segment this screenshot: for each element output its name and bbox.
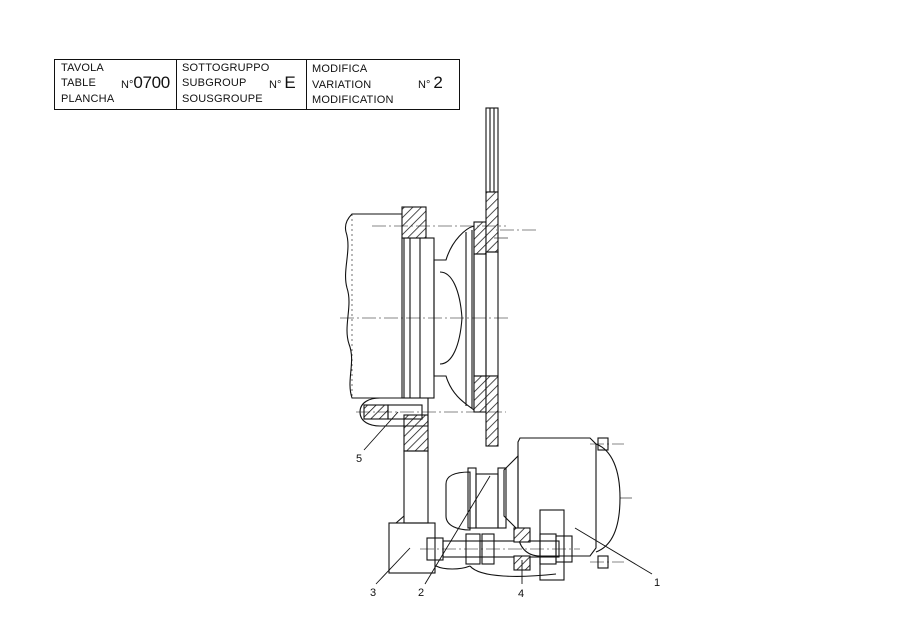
callout-4: 4 bbox=[518, 588, 524, 600]
modification-label-fr: MODIFICATION bbox=[312, 94, 394, 106]
leader-3 bbox=[375, 547, 411, 585]
table-number-value: 0700 bbox=[133, 73, 170, 92]
caliper-lower-curve bbox=[469, 565, 557, 577]
drawing-linework bbox=[344, 107, 621, 581]
subgroup-number-value: E bbox=[284, 73, 296, 92]
table-label-es: PLANCHA bbox=[61, 93, 115, 105]
bracket-chamfer bbox=[395, 515, 405, 524]
title-block: TAVOLA TABLE PLANCHA N°0700 SOTTOGRUPPO … bbox=[54, 59, 460, 110]
modification-number-prefix: N° bbox=[418, 79, 431, 91]
leader-5 bbox=[363, 411, 399, 451]
carrier-top-section bbox=[473, 221, 487, 255]
subgroup-label-en: SUBGROUP bbox=[182, 77, 247, 89]
table-label-it: TAVOLA bbox=[61, 62, 104, 74]
callout-3: 3 bbox=[370, 587, 376, 599]
caliper-cap bbox=[595, 443, 621, 553]
brake-disc-mid bbox=[485, 251, 499, 377]
table-number: N°0700 bbox=[121, 73, 170, 93]
subgroup-label-it: SOTTOGRUPPO bbox=[182, 62, 270, 74]
bracket-arm bbox=[403, 450, 429, 524]
table-cell: TAVOLA TABLE PLANCHA N°0700 bbox=[55, 60, 177, 109]
modification-cell: MODIFICA VARIATION MODIFICATION N° 2 bbox=[307, 60, 459, 109]
disc-pad-gap bbox=[475, 473, 499, 529]
subgroup-label-fr: SOUSGROUPE bbox=[182, 93, 263, 105]
hub-flange-bottom-section bbox=[403, 414, 429, 452]
modification-number: N° 2 bbox=[418, 73, 443, 93]
bracket-lower-curve bbox=[435, 565, 471, 570]
callout-5: 5 bbox=[356, 453, 362, 465]
leader-2 bbox=[424, 475, 491, 585]
brake-pad-outer bbox=[497, 467, 507, 529]
callout-1: 1 bbox=[654, 577, 660, 589]
inner-pad-housing bbox=[445, 471, 471, 531]
modification-label-en: VARIATION bbox=[312, 79, 372, 91]
brake-disc-upper bbox=[485, 107, 499, 193]
table-label-en: TABLE bbox=[61, 77, 97, 89]
leader-lines bbox=[363, 411, 653, 585]
brake-disc-section-top bbox=[485, 191, 499, 253]
brake-pad-inner bbox=[467, 467, 477, 529]
brake-disc-section-bottom bbox=[485, 375, 499, 447]
modification-label-it: MODIFICA bbox=[312, 63, 368, 75]
subgroup-cell: SOTTOGRUPPO SUBGROUP SOUSGROUPE N° E bbox=[177, 60, 307, 109]
carrier-web bbox=[473, 253, 487, 377]
table-number-prefix: N° bbox=[121, 79, 134, 91]
subgroup-number-prefix: N° bbox=[269, 79, 282, 91]
hub-flange-top-section bbox=[401, 206, 427, 239]
modification-number-value: 2 bbox=[433, 73, 443, 92]
leader-1 bbox=[574, 527, 653, 575]
bracket-base bbox=[388, 522, 436, 574]
caliper-mount-ear bbox=[539, 509, 565, 581]
centre-lines bbox=[340, 225, 632, 563]
carrier-bottom-section bbox=[473, 375, 487, 413]
callout-2: 2 bbox=[418, 587, 424, 599]
hub-body bbox=[344, 213, 405, 399]
subgroup-number: N° E bbox=[269, 73, 296, 93]
spacer-section-top bbox=[513, 527, 531, 543]
